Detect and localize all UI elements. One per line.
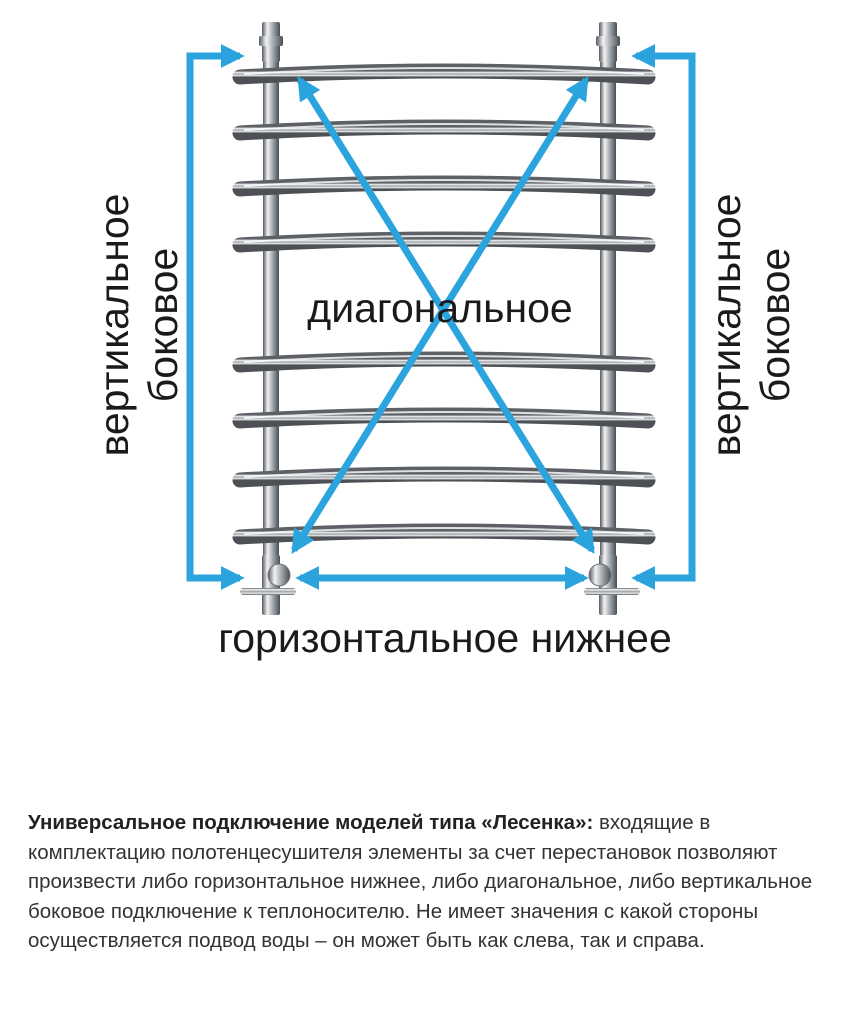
label-left-vertical-line1: вертикальное (91, 194, 137, 457)
left-vertical-bracket (190, 56, 240, 578)
caption: Универсальное подключение моделей типа «… (28, 808, 840, 956)
left-top-fitting (259, 22, 283, 62)
towel-dryer-connection-diagram: диагональное горизонтальное нижнее верти… (0, 0, 854, 700)
label-right-vertical-line1: вертикальное (703, 194, 749, 457)
left-bottom-valve (240, 555, 296, 615)
label-right-vertical-line2: боковое (752, 248, 798, 402)
caption-title: Универсальное подключение моделей типа «… (28, 811, 593, 834)
label-left-vertical-line2: боковое (140, 248, 186, 402)
right-top-fitting (596, 22, 620, 62)
label-diagonal: диагональное (307, 285, 572, 331)
label-horizontal-bottom: горизонтальное нижнее (218, 615, 672, 661)
right-bottom-valve (584, 555, 640, 615)
